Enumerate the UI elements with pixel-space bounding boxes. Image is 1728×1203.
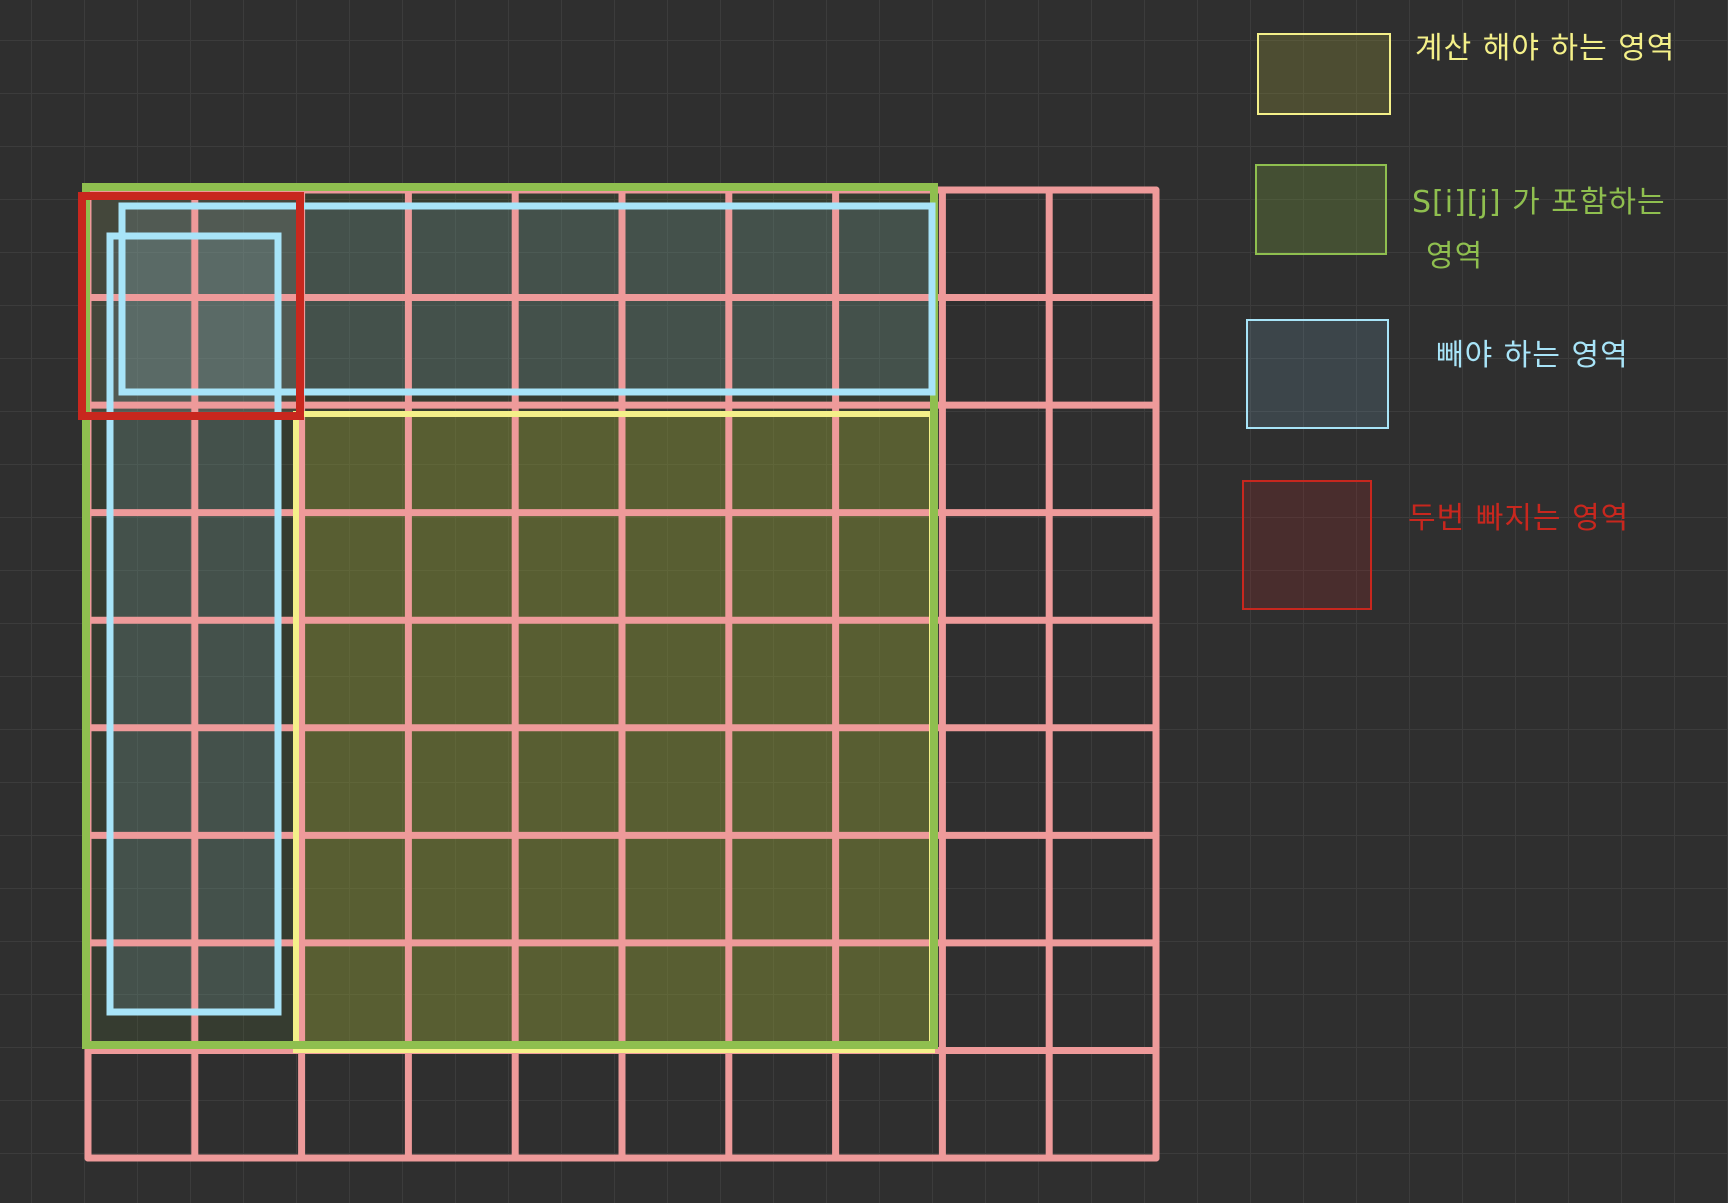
legend-swatch-subtract — [1246, 319, 1389, 429]
legend-label-double-subtracted: 두번 빠지는 영역 — [1408, 501, 1629, 536]
double-subtracted-region-outline — [78, 192, 304, 420]
legend-item-subtract: 빼야 하는 영역 — [1246, 319, 1629, 429]
legend-item-double-subtracted: 두번 빠지는 영역 — [1242, 480, 1629, 610]
legend-label-sum-contains: S[i][j] 가 포함하는 — [1412, 185, 1666, 220]
legend-swatch-compute — [1257, 33, 1391, 115]
legend-label-subtract: 빼야 하는 영역 — [1436, 338, 1629, 373]
legend-swatch-double-subtracted — [1242, 480, 1372, 610]
legend-label-sum-contains-line2: 영역 — [1426, 239, 1483, 274]
subtract-left-region-outline — [106, 232, 282, 1016]
subtract-top-region-outline — [118, 202, 936, 396]
double-subtracted-region-fill — [82, 196, 300, 416]
legend: 계산 해야 하는 영역 S[i][j] 가 포함하는 영역 빼야 하는 영역 두… — [1242, 31, 1675, 610]
sum-contains-region-outline — [82, 183, 938, 1049]
legend-swatch-sum-contains — [1255, 164, 1387, 255]
legend-item-compute: 계산 해야 하는 영역 — [1257, 31, 1675, 115]
legend-item-sum-contains: S[i][j] 가 포함하는 영역 — [1255, 164, 1666, 274]
legend-label-compute: 계산 해야 하는 영역 — [1415, 31, 1675, 66]
sum-contains-region-fill — [84, 186, 934, 1046]
